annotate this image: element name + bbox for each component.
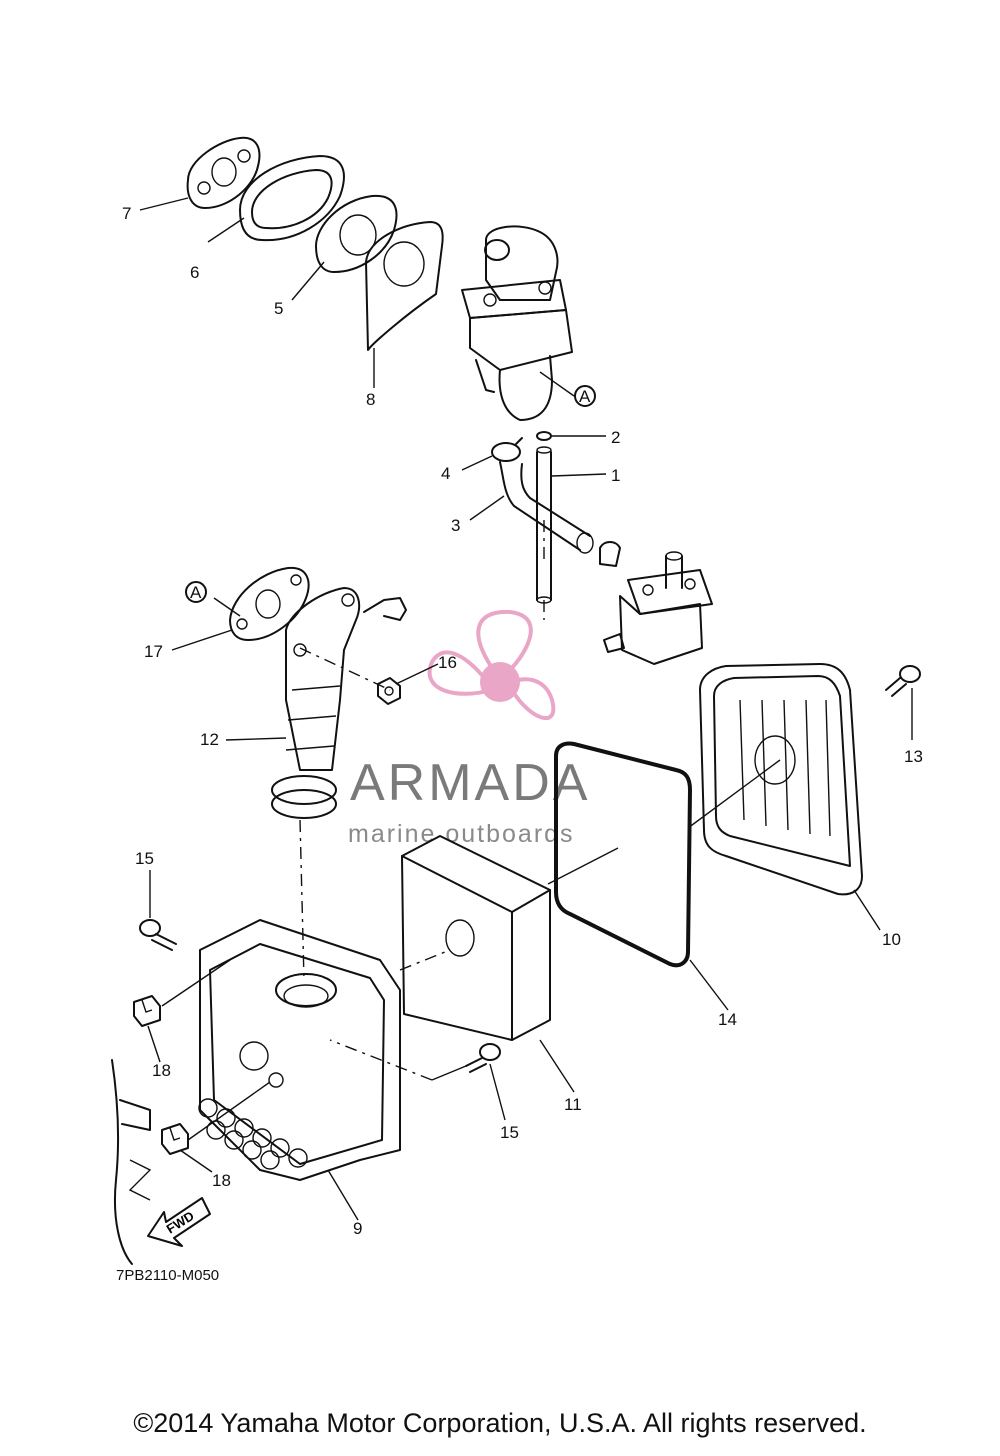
fwd-label: FWD xyxy=(164,1208,197,1236)
callout-1: 1 xyxy=(611,466,620,485)
callout-8: 8 xyxy=(366,390,375,409)
fuel-cock xyxy=(599,541,713,665)
callout-9: 9 xyxy=(353,1219,362,1238)
callout-7: 7 xyxy=(122,204,131,223)
fwd-arrow-icon: FWD xyxy=(147,1197,211,1247)
callout-5: 5 xyxy=(274,299,283,318)
callout-18-lower: 18 xyxy=(212,1171,231,1190)
part-7-gasket xyxy=(186,136,261,209)
callout-3: 3 xyxy=(451,516,460,535)
part-8-plate xyxy=(365,221,444,351)
callout-2: 2 xyxy=(611,428,620,447)
callout-18-upper: 18 xyxy=(152,1061,171,1080)
callout-6: 6 xyxy=(190,263,199,282)
callout-13: 13 xyxy=(904,747,923,766)
part-15-screw-lower xyxy=(465,1043,501,1073)
part-17-gasket xyxy=(229,566,310,641)
propeller-logo-icon xyxy=(427,609,556,721)
callout-11: 11 xyxy=(564,1095,582,1114)
part-13-screw xyxy=(885,665,921,697)
copyright-notice: ©2014 Yamaha Motor Corporation, U.S.A. A… xyxy=(133,1408,867,1438)
part-12-intake-pipe xyxy=(271,587,407,819)
callout-16: 16 xyxy=(438,653,457,672)
callout-14: 14 xyxy=(718,1010,737,1029)
reference-marker-carburetor: A xyxy=(574,385,596,407)
part-10-cover xyxy=(699,663,863,896)
part-18-grommet-upper xyxy=(133,995,161,1027)
part-15-screw-upper xyxy=(139,919,177,951)
part-2-clip xyxy=(536,431,552,441)
drawing-code: 7PB2110-M050 xyxy=(116,1267,219,1284)
svg-text:A: A xyxy=(190,583,202,602)
engine-body-fragment xyxy=(111,1059,152,1265)
reference-marker-gasket: A xyxy=(185,581,207,603)
watermark-tagline: marine outboards xyxy=(348,820,575,848)
part-3-hose xyxy=(499,461,594,554)
svg-text:A: A xyxy=(579,387,591,406)
part-11-filter xyxy=(401,835,551,1041)
leader-lines xyxy=(139,197,913,1221)
callout-10: 10 xyxy=(882,930,901,949)
callout-4: 4 xyxy=(441,464,450,483)
watermark-brand: ARMADA xyxy=(350,754,590,812)
part-16-nut xyxy=(377,677,401,705)
callout-labels: 7 6 5 8 2 1 4 3 17 16 12 13 15 10 14 18 … xyxy=(122,204,923,1238)
part-18-grommet-lower xyxy=(161,1123,189,1155)
carburetor xyxy=(461,225,573,421)
part-9-filter-case xyxy=(198,919,401,1181)
armada-watermark: ARMADA marine outboards xyxy=(348,609,590,848)
assembly-lines xyxy=(161,520,545,1141)
part-14-seal xyxy=(554,741,693,968)
callout-17: 17 xyxy=(144,642,163,661)
callout-15-upper: 15 xyxy=(135,849,154,868)
part-6-insulator xyxy=(239,155,345,242)
callout-12: 12 xyxy=(200,730,219,749)
callout-15-lower: 15 xyxy=(500,1123,519,1142)
part-4-clamp xyxy=(491,437,523,462)
